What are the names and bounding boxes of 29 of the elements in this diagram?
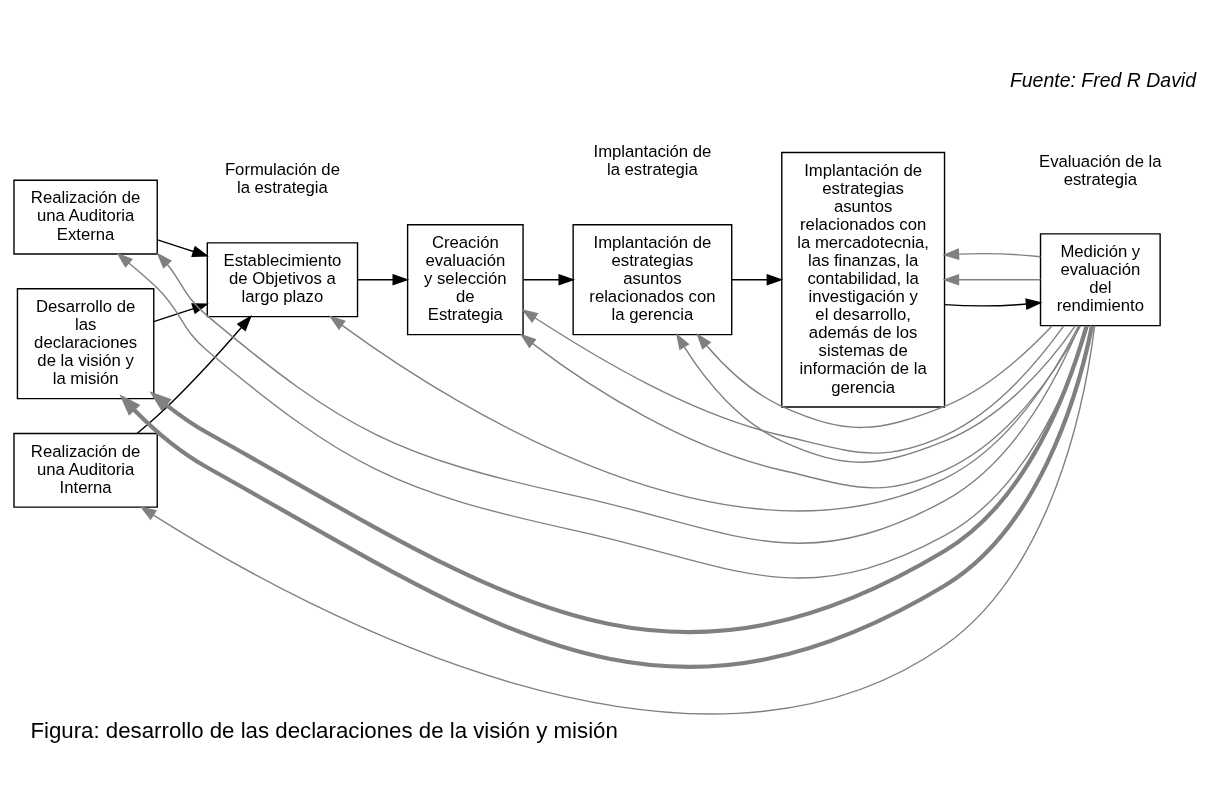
node-box: Realización de una Auditoria Externa [13, 179, 158, 255]
arrow [521, 308, 1065, 454]
arrow [356, 273, 410, 286]
arrow [943, 297, 1043, 310]
label: Implantación de la estrategia [593, 141, 712, 179]
arrow [696, 324, 1053, 428]
arrow [519, 324, 1082, 489]
node-box: Implantación de estrategias asuntos relacionados con la gerencia [572, 223, 733, 335]
arrow [522, 273, 576, 286]
arrow [116, 252, 1089, 579]
caption: Figura: desarrollo de las declaraciones de la visión y misión [30, 717, 618, 743]
node-box: Medición y evaluación del rendimiento [1039, 232, 1161, 326]
arrow [156, 238, 209, 257]
arrow [156, 251, 1081, 544]
label: Evaluación de la estrategia [1039, 151, 1162, 189]
node-box: Realización de una Auditoria Interna [13, 432, 158, 508]
label: Formulación de la estrategia [224, 159, 340, 197]
node-box: Creación evaluación y selección de Estrategia [406, 223, 524, 335]
arrow [328, 315, 1080, 511]
arrow [136, 314, 252, 434]
arrow [942, 247, 1042, 260]
node-box: Desarrollo de las declaraciones de la visión y la misión [16, 287, 155, 399]
node-box: Implantación de estrategias asuntos relacionados con la mercadotecnia, las finanzas, la contabilidad, la investigación y el desarrollo, además de los sistemas de información de la gerencia [781, 151, 946, 408]
node-box: Establecimiento de Objetivos a largo plazo [206, 241, 359, 317]
arrow [731, 273, 784, 286]
arrow [942, 273, 1042, 286]
arrow [153, 302, 209, 322]
label: Fuente: Fred R David [1009, 68, 1197, 91]
arrow [675, 324, 1077, 463]
